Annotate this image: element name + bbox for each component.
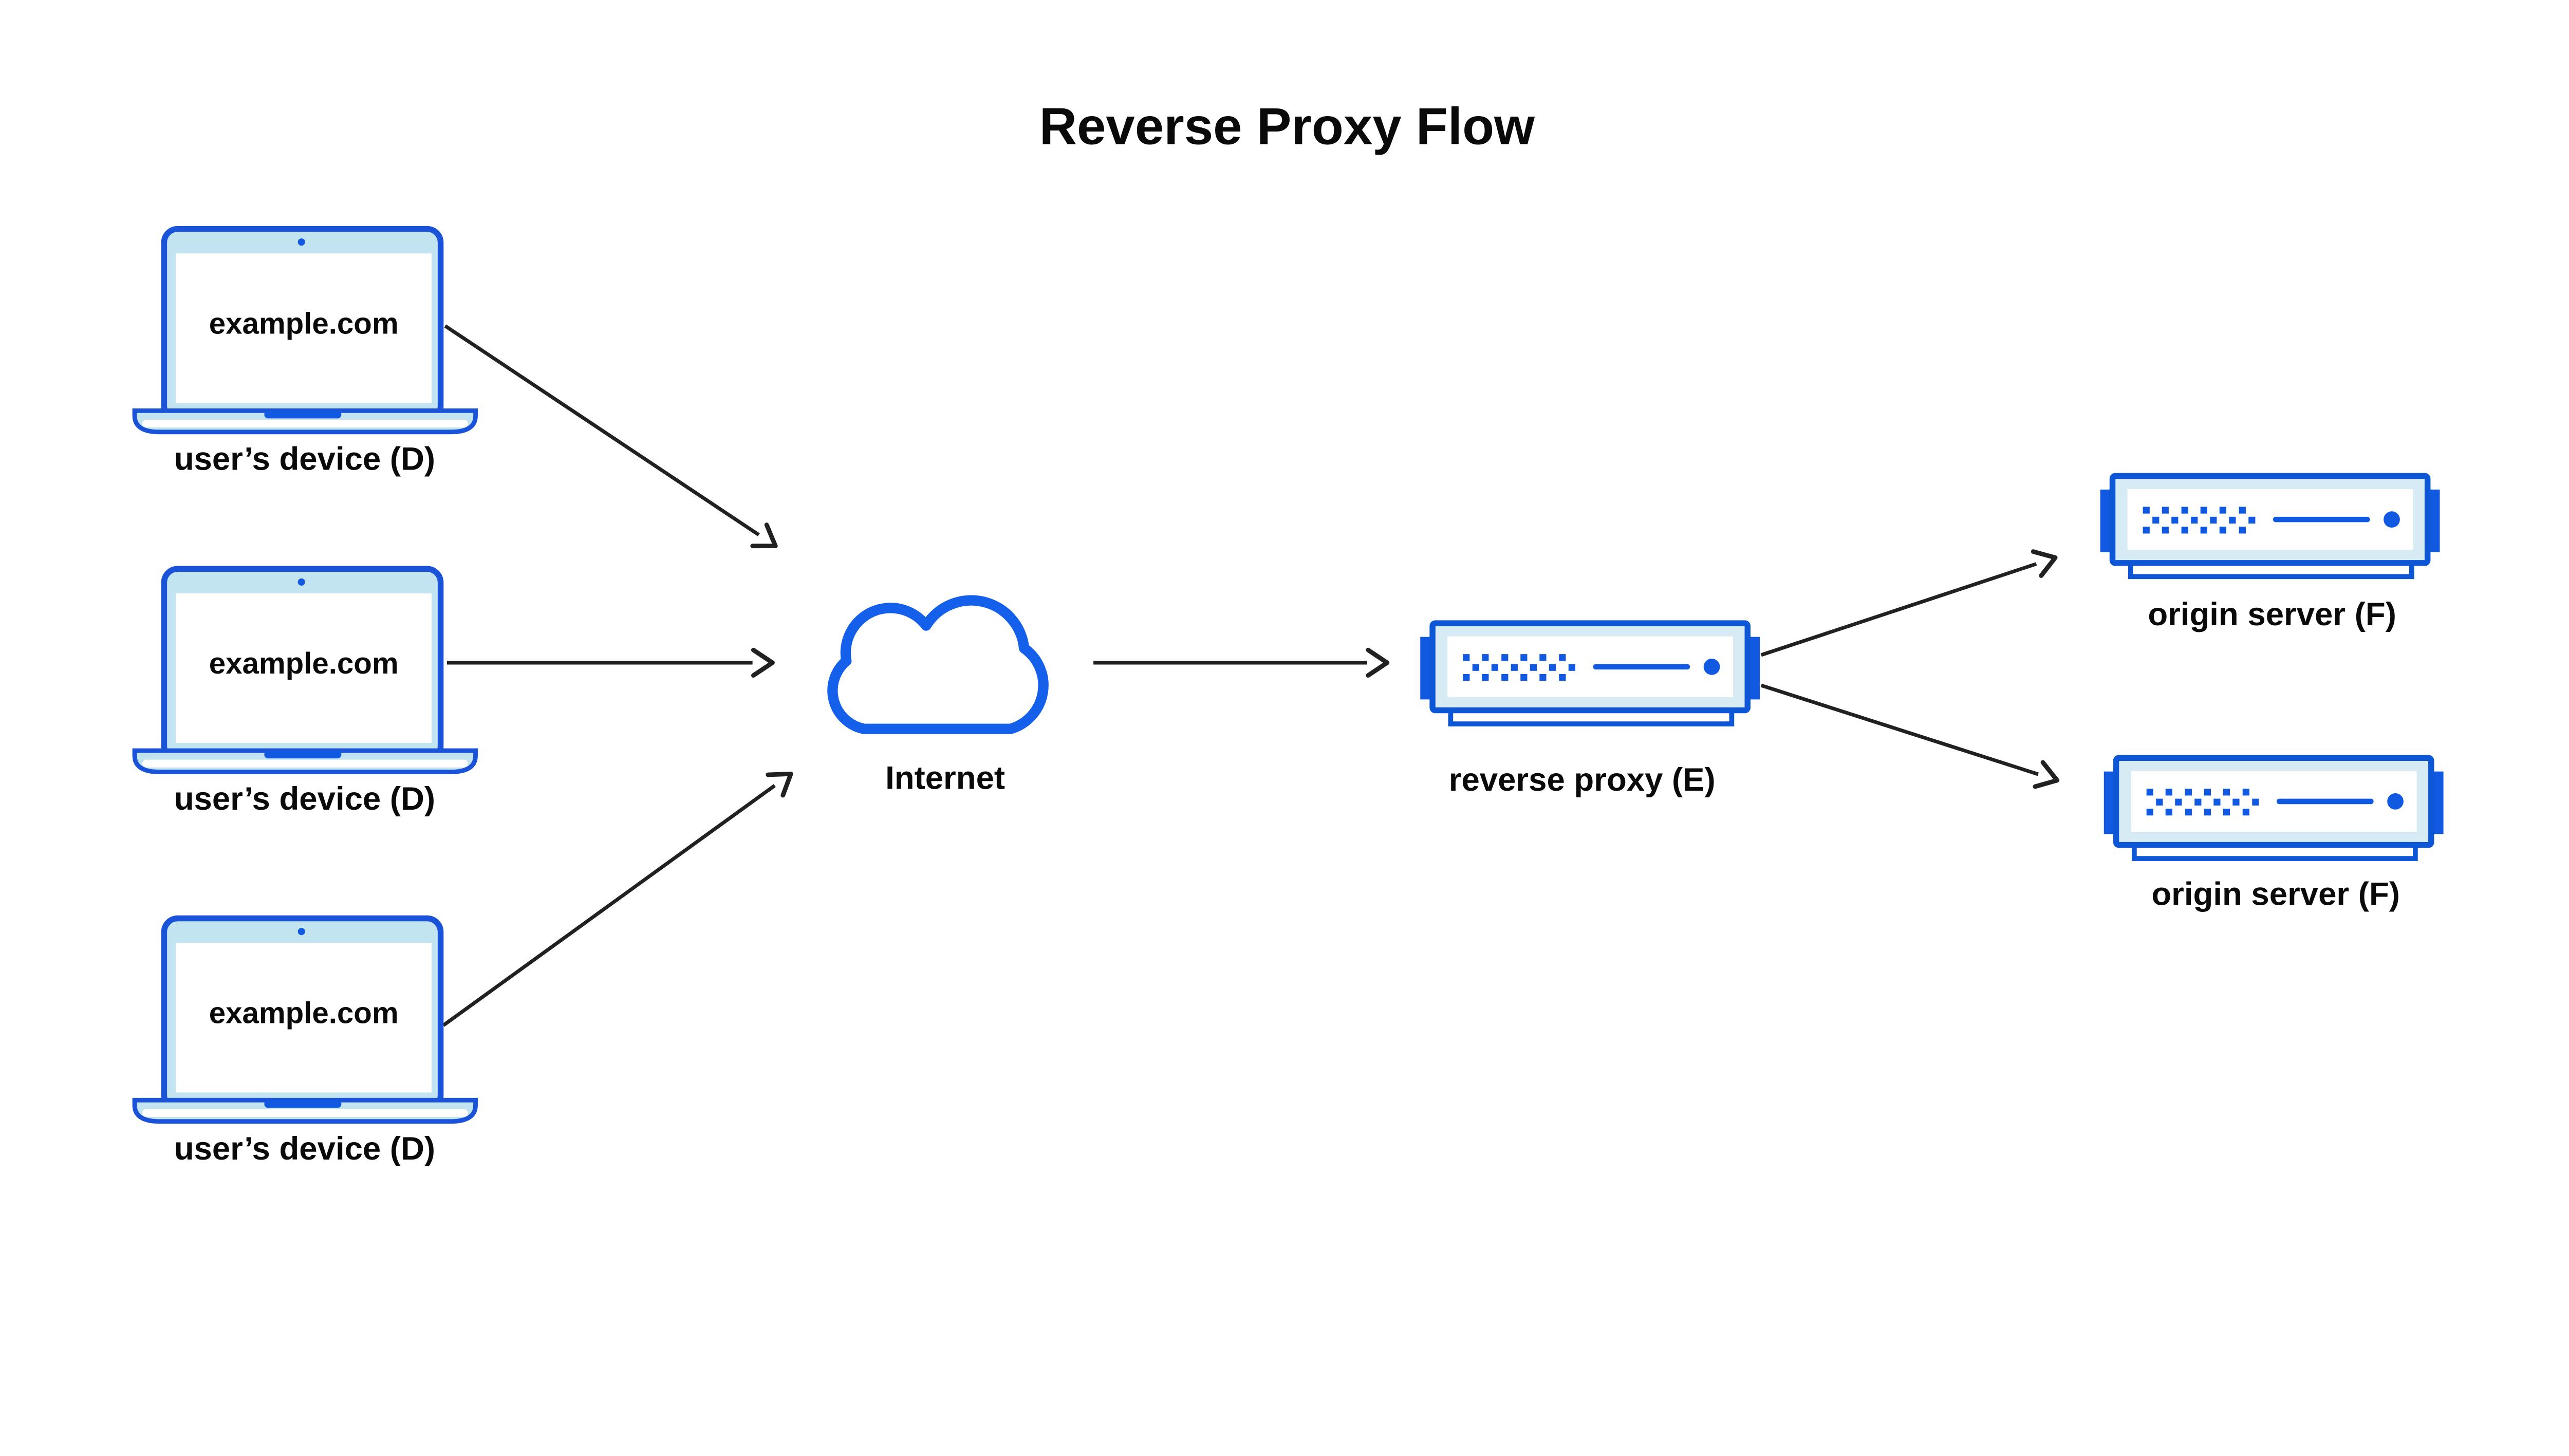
node-label: user’s device (D)	[174, 780, 435, 817]
reverse-proxy-flow-diagram: Reverse Proxy Flow example.com user’s de…	[132, 97, 2447, 1167]
node-user-device-1: example.com user’s device (D)	[135, 229, 475, 477]
laptop-screen-label: example.com	[209, 647, 399, 680]
server-icon	[2104, 758, 2444, 858]
node-user-device-2: example.com user’s device (D)	[135, 569, 475, 817]
arrow-device3-to-internet	[442, 771, 793, 1027]
cloud-icon	[832, 601, 1043, 729]
diagram-title: Reverse Proxy Flow	[1039, 97, 1535, 155]
server-icon	[2100, 476, 2440, 576]
node-label: user’s device (D)	[174, 440, 435, 477]
node-label: origin server (F)	[2151, 875, 2400, 912]
arrow-device1-to-internet	[444, 324, 778, 549]
node-label: reverse proxy (E)	[1449, 761, 1716, 798]
arrow-proxy-to-origin2	[1760, 683, 2060, 789]
node-label: origin server (F)	[2148, 596, 2396, 632]
laptop-screen-label: example.com	[209, 307, 399, 340]
node-internet: Internet	[832, 601, 1043, 796]
flow-arrows	[442, 324, 2060, 1027]
node-reverse-proxy: reverse proxy (E)	[1420, 623, 1760, 798]
node-origin-server-2: origin server (F)	[2104, 758, 2444, 912]
laptop-screen-label: example.com	[209, 996, 399, 1030]
node-label: Internet	[885, 760, 1005, 796]
diagram-canvas: Reverse Proxy Flow example.com user’s de…	[132, 97, 2447, 1167]
node-label: user’s device (D)	[174, 1130, 435, 1167]
node-origin-server-1: origin server (F)	[2100, 476, 2440, 632]
server-icon	[1420, 623, 1760, 724]
node-user-device-3: example.com user’s device (D)	[135, 919, 475, 1167]
arrow-proxy-to-origin1	[1760, 549, 2058, 657]
